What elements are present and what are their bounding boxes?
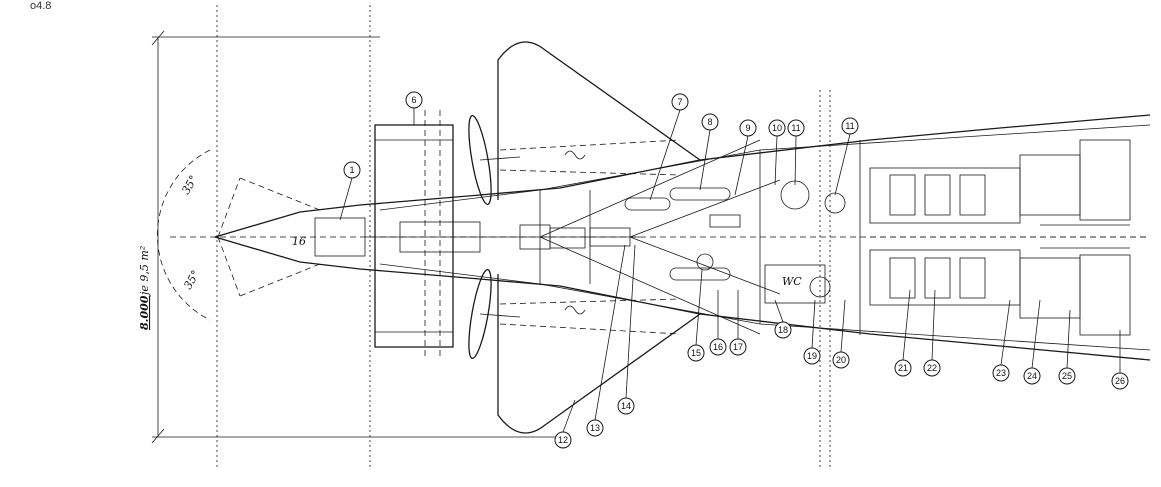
callout-23: 23: [992, 364, 1010, 382]
svg-text:17: 17: [733, 342, 743, 352]
svg-text:10: 10: [772, 123, 782, 133]
svg-text:13: 13: [590, 423, 600, 433]
svg-text:11: 11: [791, 123, 800, 133]
svg-text:19: 19: [807, 351, 817, 361]
reference-lines: [170, 5, 1150, 470]
wc-label: WC: [782, 275, 802, 288]
callout-13: 15: [687, 344, 705, 362]
leader-lines: [339, 108, 1121, 433]
callout-10: 14: [617, 397, 635, 415]
callout-1: 18: [774, 321, 792, 339]
svg-text:26: 26: [1115, 376, 1125, 386]
callout-17: 11: [787, 119, 805, 137]
propellers: [468, 115, 681, 359]
callout-24: 24: [1023, 367, 1041, 385]
area-label: je 9,5 m²: [138, 246, 151, 298]
callout-8: 12: [554, 431, 572, 449]
svg-text:7: 7: [677, 97, 682, 107]
callout-18: 11: [841, 117, 859, 135]
small-angle-label: 16: [292, 235, 306, 248]
angle-bottom-label: 35°: [181, 268, 202, 291]
callout-12: 8: [701, 113, 719, 131]
svg-text:8: 8: [707, 117, 712, 127]
svg-text:14: 14: [621, 401, 631, 411]
svg-text:16: 16: [713, 342, 723, 352]
svg-text:9: 9: [745, 123, 750, 133]
svg-text:24: 24: [1027, 371, 1037, 381]
callout-6: 1: [343, 161, 361, 179]
span-label: 8.000: [138, 295, 151, 330]
svg-text:20: 20: [836, 355, 846, 365]
callout-9: 13: [586, 419, 604, 437]
callout-11b: 16: [709, 338, 727, 356]
svg-text:15: 15: [691, 348, 701, 358]
callout-25: 25: [1058, 367, 1076, 385]
svg-text:22: 22: [927, 363, 937, 373]
engines: [869, 139, 1150, 336]
callout-26: 26: [1111, 372, 1129, 390]
fuselage: [214, 114, 1151, 361]
corner-label: o4.8: [30, 0, 52, 12]
svg-text:12: 12: [558, 435, 568, 445]
nose-equipment: [314, 187, 731, 281]
svg-text:23: 23: [996, 368, 1006, 378]
svg-text:6: 6: [411, 95, 416, 105]
svg-text:18: 18: [778, 325, 788, 335]
cabin: [696, 180, 846, 304]
svg-text:11: 11: [845, 121, 854, 131]
callout-22: 22: [923, 359, 941, 377]
callout-14: 17: [729, 338, 747, 356]
callout-7: 6: [405, 91, 423, 109]
main-wing: [497, 41, 701, 434]
callout-16: 10: [768, 119, 786, 137]
callout-15: 9: [739, 119, 757, 137]
svg-text:21: 21: [898, 363, 908, 373]
callout-11a: 7: [671, 93, 689, 111]
svg-text:25: 25: [1062, 371, 1072, 381]
callout-20: 20: [832, 351, 850, 369]
angle-top-label: 35°: [179, 173, 200, 196]
span-dimension: [151, 30, 560, 444]
svg-text:1: 1: [349, 165, 354, 175]
callout-21: 21: [894, 359, 912, 377]
canard-sweep: [157, 149, 321, 321]
canard-surface: [374, 110, 454, 360]
callout-19: 19: [803, 347, 821, 365]
